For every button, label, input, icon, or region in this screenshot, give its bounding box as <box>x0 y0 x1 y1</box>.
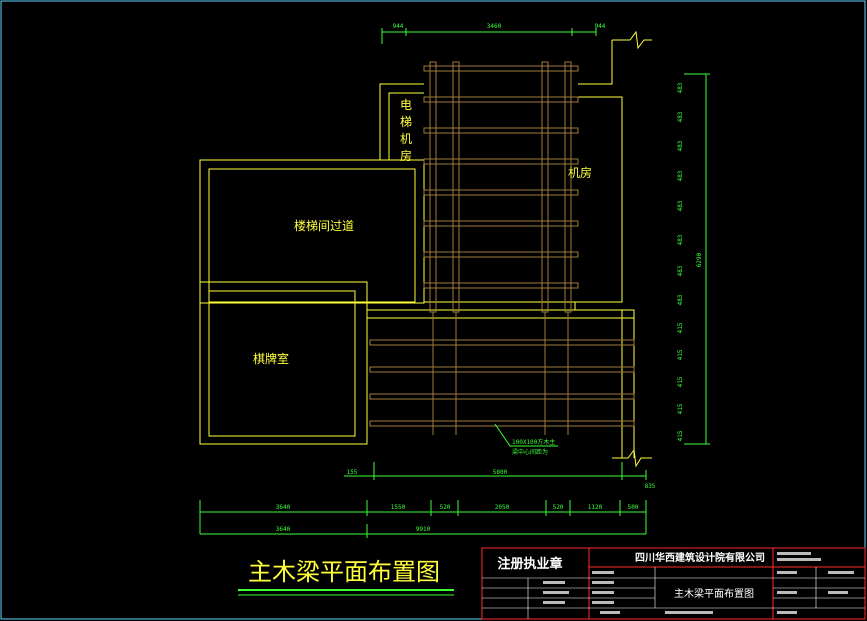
beam-annotation-line2: 梁中心间距为 <box>512 448 548 456</box>
chess-room-outline <box>199 281 368 445</box>
beam-grid <box>369 61 635 435</box>
elevator-room-char-1: 电 <box>400 98 412 112</box>
dim-row1-3: 520 <box>440 504 451 511</box>
svg-text:483: 483 <box>677 111 684 122</box>
dim-bottom-main: 5800 <box>493 469 508 476</box>
svg-text:483: 483 <box>677 140 684 151</box>
elevator-room-char-2: 梯 <box>400 115 412 129</box>
room-label-chess-room: 棋牌室 <box>253 351 289 366</box>
dim-row1-5: 520 <box>553 504 564 511</box>
room-label-machine-room: 机房 <box>568 165 592 180</box>
beam-annotation-line1: 100X100方木主 <box>512 438 555 446</box>
room-label-stair-corridor: 楼梯间过道 <box>294 218 354 233</box>
svg-text:415: 415 <box>677 376 684 387</box>
stair-corridor-outline <box>199 159 425 304</box>
dim-row1-7: 500 <box>628 504 639 511</box>
svg-text:483: 483 <box>677 170 684 181</box>
dim-top-2: 3460 <box>487 23 502 30</box>
elevator-room-char-4: 房 <box>400 148 412 163</box>
dim-row2-2: 9910 <box>416 526 431 533</box>
svg-text:415: 415 <box>677 430 684 441</box>
svg-text:483: 483 <box>677 82 684 93</box>
svg-text:483: 483 <box>677 234 684 245</box>
dim-row2-1: 3640 <box>276 526 291 533</box>
dim-top-3: 944 <box>595 23 606 30</box>
title-block <box>481 547 866 620</box>
dim-row1-6: 1120 <box>588 504 603 511</box>
dim-row1-4: 2050 <box>495 504 510 511</box>
dimension-lines <box>199 28 710 538</box>
dim-row1-1: 3640 <box>276 504 291 511</box>
svg-text:483: 483 <box>677 200 684 211</box>
right-dimension-labels: 483 483 483 483 483 483 483 483 415 415 … <box>677 82 703 441</box>
dim-small-right: 835 <box>645 483 656 490</box>
walls <box>199 30 652 468</box>
dim-row1-2: 1550 <box>391 504 406 511</box>
svg-text:415: 415 <box>677 322 684 333</box>
drawing-title: 主木梁平面布置图 <box>248 558 440 586</box>
dim-small-left: 155 <box>347 469 358 476</box>
seal-title: 注册执业章 <box>497 556 562 572</box>
svg-text:483: 483 <box>677 265 684 276</box>
company-name: 四川华西建筑设计院有限公司 <box>635 551 765 564</box>
titleblock-drawing-name: 主木梁平面布置图 <box>674 587 754 600</box>
svg-text:483: 483 <box>677 294 684 305</box>
dim-right-total: 6290 <box>696 252 703 267</box>
dim-top-1: 944 <box>393 23 404 30</box>
svg-text:415: 415 <box>677 403 684 414</box>
elevator-room-char-3: 机 <box>400 132 412 146</box>
svg-text:415: 415 <box>677 349 684 360</box>
